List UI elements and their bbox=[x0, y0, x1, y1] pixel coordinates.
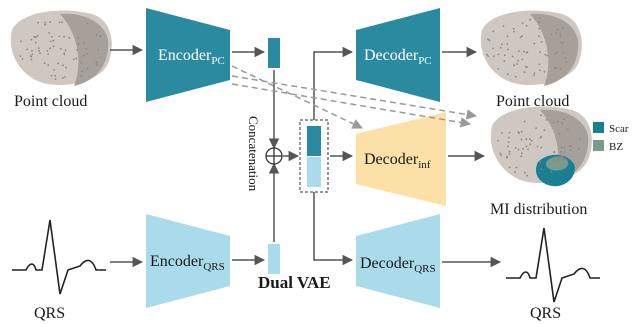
dashed-arrow-1 bbox=[231, 65, 363, 129]
input-qrs-waveform bbox=[12, 219, 106, 295]
decoder-inf-label: Decoderinf bbox=[364, 151, 431, 171]
decoder-qrs-label: DecoderQRS bbox=[360, 255, 436, 275]
concat-operator bbox=[265, 147, 283, 165]
concat-vector-qrs-part bbox=[307, 157, 321, 187]
decoder-inf-block bbox=[356, 112, 446, 206]
output-qrs-waveform bbox=[506, 227, 600, 303]
latent-qrs-vector bbox=[268, 244, 280, 274]
legend-label-scar: Scar bbox=[609, 123, 629, 135]
arrow-to-decoder-pc bbox=[313, 46, 354, 120]
output-point-cloud-label: Point cloud bbox=[496, 93, 569, 110]
legend-swatch-scar bbox=[593, 122, 604, 133]
dual-vae-caption: Dual VAE bbox=[258, 273, 331, 292]
mi-distribution-image bbox=[490, 106, 592, 187]
arrow-to-decoder-qrs bbox=[313, 192, 354, 266]
decoder-pc-block bbox=[356, 8, 440, 102]
concat-vector-pc-part bbox=[307, 126, 321, 156]
input-point-cloud-image bbox=[10, 10, 112, 86]
legend-label-bz: BZ bbox=[609, 141, 623, 153]
input-qrs-label: QRS bbox=[34, 305, 65, 322]
legend: Scar BZ bbox=[593, 122, 629, 153]
encoder-pc-label: EncoderPC bbox=[158, 47, 225, 67]
dashed-arrow-2 bbox=[231, 83, 472, 128]
output-point-cloud-image bbox=[480, 10, 582, 86]
decoder-pc-label: DecoderPC bbox=[364, 47, 432, 67]
output-qrs-label: QRS bbox=[530, 305, 561, 322]
encoder-pc-block bbox=[146, 8, 230, 102]
input-point-cloud-label: Point cloud bbox=[14, 93, 87, 110]
encoder-qrs-label: EncoderQRS bbox=[150, 253, 225, 273]
latent-pc-vector bbox=[268, 38, 280, 68]
mi-distribution-label: MI distribution bbox=[490, 201, 587, 218]
concatenation-label: Concatenation bbox=[246, 116, 261, 192]
legend-swatch-bz bbox=[593, 140, 604, 151]
dashed-arrow-3 bbox=[231, 75, 478, 120]
decoder-qrs-block bbox=[356, 214, 440, 308]
encoder-qrs-block bbox=[146, 214, 230, 308]
